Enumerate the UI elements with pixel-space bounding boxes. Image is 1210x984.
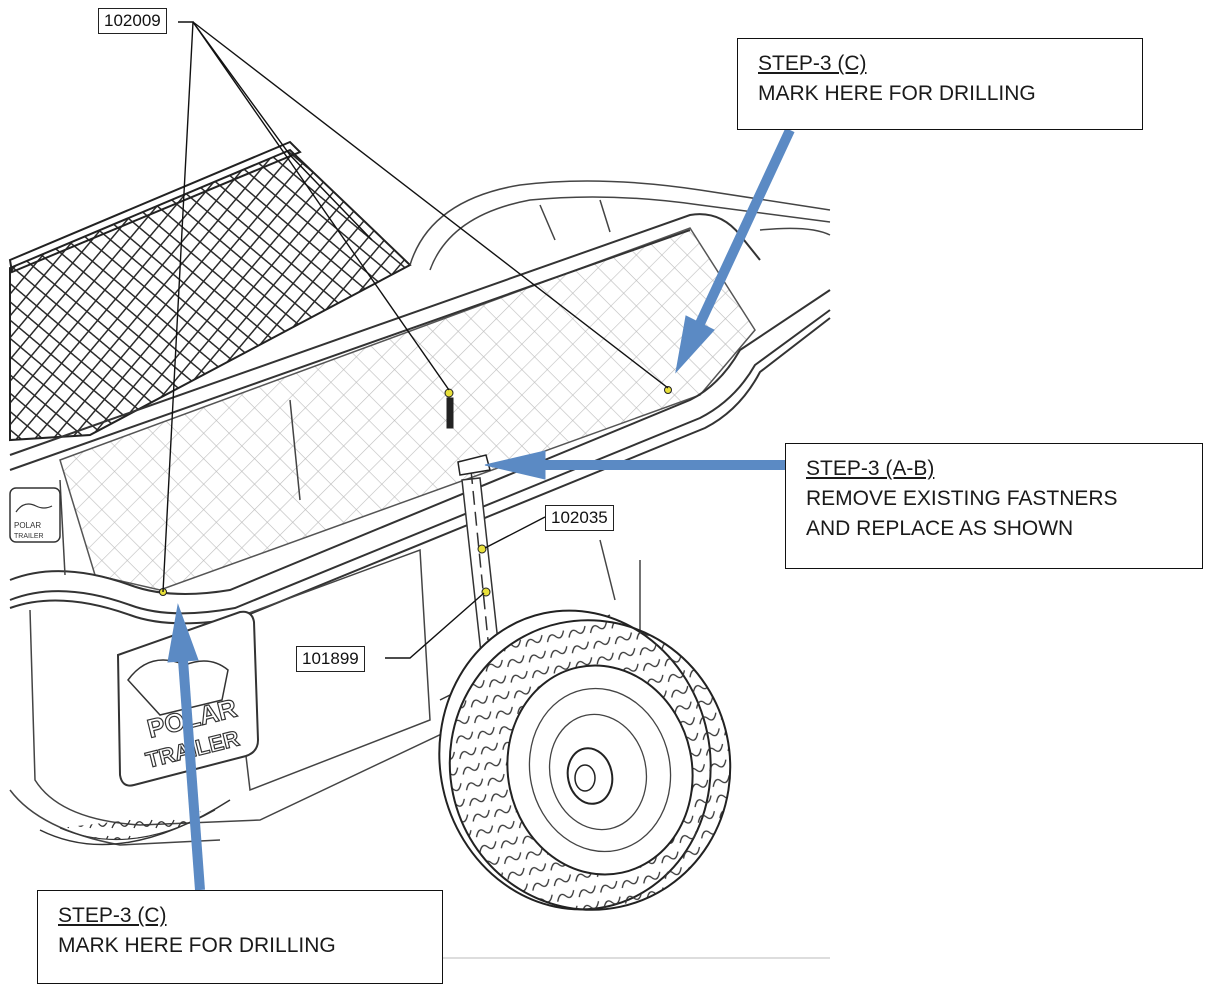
callout-line: MARK HERE FOR DRILLING	[758, 82, 1036, 105]
side-logo-text-1: POLAR	[14, 521, 41, 530]
callout-line: AND REPLACE AS SHOWN	[806, 517, 1074, 540]
front-wheel	[438, 609, 732, 911]
callout-title: STEP-3 (C)	[58, 904, 167, 927]
part-label-102035: 102035	[545, 505, 614, 531]
callout-step-3c-top: STEP-3 (C) MARK HERE FOR DRILLING	[737, 38, 1143, 130]
part-label-101899: 101899	[296, 646, 365, 672]
blue-arrows	[167, 127, 800, 891]
leader-lines	[162, 21, 669, 659]
callout-title: STEP-3 (C)	[758, 52, 867, 75]
fastener-right-rim	[664, 386, 672, 394]
arrow-top-right	[675, 127, 795, 374]
fastener-upper	[444, 388, 454, 398]
callout-line: REMOVE EXISTING FASTNERS	[806, 487, 1118, 510]
bolt-upper	[446, 397, 454, 429]
bracket-plate	[457, 454, 491, 476]
side-logo-text-2: TRAILER	[14, 533, 44, 540]
callout-step-3ab: STEP-3 (A-B) REMOVE EXISTING FASTNERS AN…	[785, 443, 1203, 569]
callout-title: STEP-3 (A-B)	[806, 457, 935, 480]
rear-mesh-bed	[8, 140, 412, 442]
fastener-102035	[477, 544, 487, 554]
part-label-102009: 102009	[98, 8, 167, 34]
callout-line: MARK HERE FOR DRILLING	[58, 934, 336, 957]
tub-far-wall	[409, 180, 831, 271]
fasteners	[159, 386, 672, 597]
callout-step-3c-bottom: STEP-3 (C) MARK HERE FOR DRILLING	[37, 890, 443, 984]
tub-rim	[9, 213, 831, 625]
arrow-bottom-left	[167, 603, 205, 891]
side-logo-badge: POLAR TRAILER	[9, 487, 61, 543]
fastener-101899	[481, 587, 491, 597]
arrow-middle-right	[484, 450, 800, 480]
